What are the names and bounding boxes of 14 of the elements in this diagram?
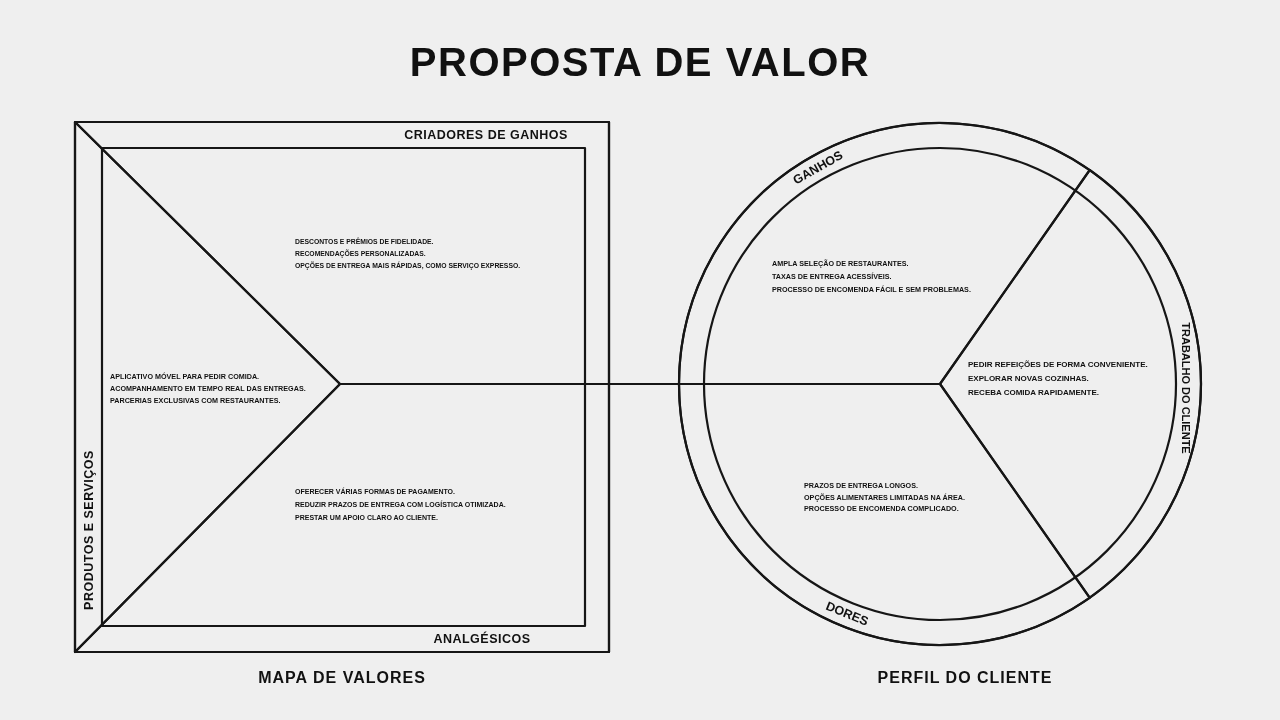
section-text: EXPLORAR NOVAS COZINHAS. [968, 374, 1089, 384]
section-heading: CRIADORES DE GANHOS [404, 128, 568, 142]
connector-line [609, 382, 679, 386]
section-heading: ANALGÉSICOS [433, 632, 531, 646]
section-text: RECEBA COMIDA RAPIDAMENTE. [968, 388, 1099, 398]
canvas-caption: PERFIL DO CLIENTE [877, 668, 1053, 688]
canvas-caption: MAPA DE VALORES [258, 668, 426, 688]
canvas-region [75, 384, 609, 652]
section-heading: PRODUTOS E SERVIÇOS [82, 450, 95, 610]
section-text: PEDIR REFEIÇÕES DE FORMA CONVENIENTE. [968, 360, 1148, 370]
diagram-title: PROPOSTA DE VALOR [409, 42, 871, 82]
canvas-region [75, 122, 609, 384]
ring-label: TRABALHO DO CLIENTE [1179, 322, 1191, 454]
pie-sector [679, 123, 1090, 384]
